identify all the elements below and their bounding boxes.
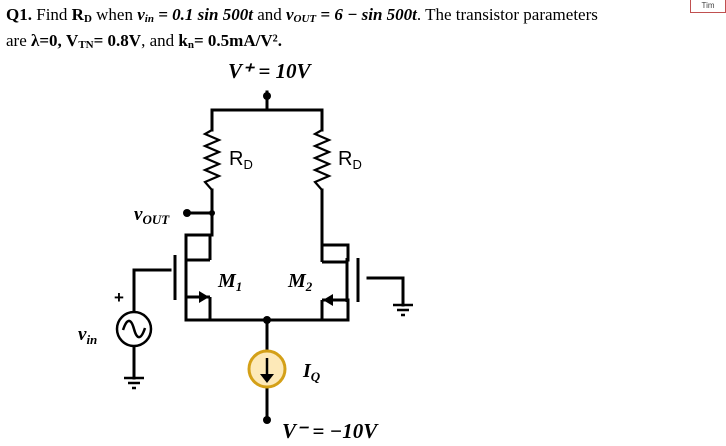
ground-symbol-right	[393, 303, 413, 317]
kn-main: k	[178, 31, 188, 50]
m2-label: M2	[287, 270, 313, 294]
vin-main: v	[78, 324, 87, 345]
m2-arrow	[323, 294, 333, 306]
node-source	[263, 316, 271, 324]
vout-label: vOUT	[134, 204, 170, 227]
vtn-val: = 0.8V	[93, 31, 142, 50]
ac-source	[115, 310, 153, 348]
m1-main: M	[217, 270, 237, 292]
iq-main: I	[302, 360, 312, 382]
question-text-3: and	[252, 5, 286, 24]
node-vout	[183, 209, 191, 217]
rd-sub: D	[83, 13, 92, 25]
question-text-4: . The transistor parameters	[416, 5, 598, 24]
vin-label: vin	[78, 324, 97, 347]
rd-right-sub: D	[352, 157, 361, 172]
question-text-2: when	[91, 5, 138, 24]
kn-sub: n	[187, 39, 194, 51]
question-text-6: , and	[141, 31, 179, 50]
vin-sub: in	[86, 332, 97, 347]
m2-sub: 2	[305, 279, 313, 294]
node-vminus	[263, 416, 271, 424]
vout-expression: vOUT = 6 − sin 500t	[285, 5, 417, 25]
transistor-m2	[320, 245, 360, 320]
node-vplus	[263, 92, 271, 100]
vout-expr-rhs: = 6 − sin 500t	[316, 5, 417, 24]
question-label: Q1.	[6, 5, 32, 24]
vtn-sub: TN	[78, 39, 94, 51]
rd-left-sub: D	[243, 157, 252, 172]
iq-sub: Q	[311, 369, 321, 384]
m1-sub: 1	[236, 279, 243, 294]
vout-expr-main: v	[285, 5, 294, 24]
question-text: Q1. Find RD when vin = 0.1 sin 500t and …	[6, 4, 722, 56]
vout-sub: OUT	[142, 212, 170, 227]
m1-arrow	[199, 291, 209, 303]
question-text-5: are	[6, 31, 32, 50]
rd-right-label: RD	[338, 148, 362, 172]
rd-left-label: RD	[229, 148, 253, 172]
vout-expr-sub: OUT	[293, 13, 317, 25]
transistor-m1	[173, 235, 212, 320]
question-text-1: Find	[36, 5, 72, 24]
rd-right-main: R	[338, 148, 352, 170]
vminus-label: V⁻ = −10V	[282, 419, 379, 443]
ground-symbol-left	[124, 376, 144, 390]
vplus-label: V⁺ = 10V	[228, 59, 313, 83]
plus-sign: +	[114, 288, 124, 307]
rd-left-main: R	[229, 148, 243, 170]
current-source	[247, 349, 287, 389]
vout-main: v	[134, 204, 143, 225]
vin-expr-rhs: = 0.1 sin 500t	[153, 5, 253, 24]
vin-expr-main: v	[137, 5, 145, 24]
kn-val: = 0.5mA/V².	[193, 31, 282, 50]
question-line-2: are λ=0, VTN= 0.8V, and kn= 0.5mA/V².	[6, 30, 722, 56]
m2-main: M	[287, 270, 307, 292]
rd-symbol: RD	[71, 5, 92, 25]
lambda-text: λ=0, V	[31, 31, 79, 50]
m1-label: M1	[217, 270, 242, 294]
vin-expression: vin = 0.1 sin 500t	[137, 5, 253, 25]
iq-label: IQ	[302, 360, 321, 384]
node-vout-tap	[209, 210, 215, 216]
resistor-right	[312, 129, 332, 191]
resistor-left	[202, 129, 222, 191]
vin-expr-sub: in	[144, 13, 154, 25]
kn-param: kn= 0.5mA/V².	[178, 31, 282, 51]
params: λ=0, VTN= 0.8V	[31, 31, 142, 51]
rd-main: R	[71, 5, 84, 24]
question-line-1: Q1. Find RD when vin = 0.1 sin 500t and …	[6, 4, 722, 30]
